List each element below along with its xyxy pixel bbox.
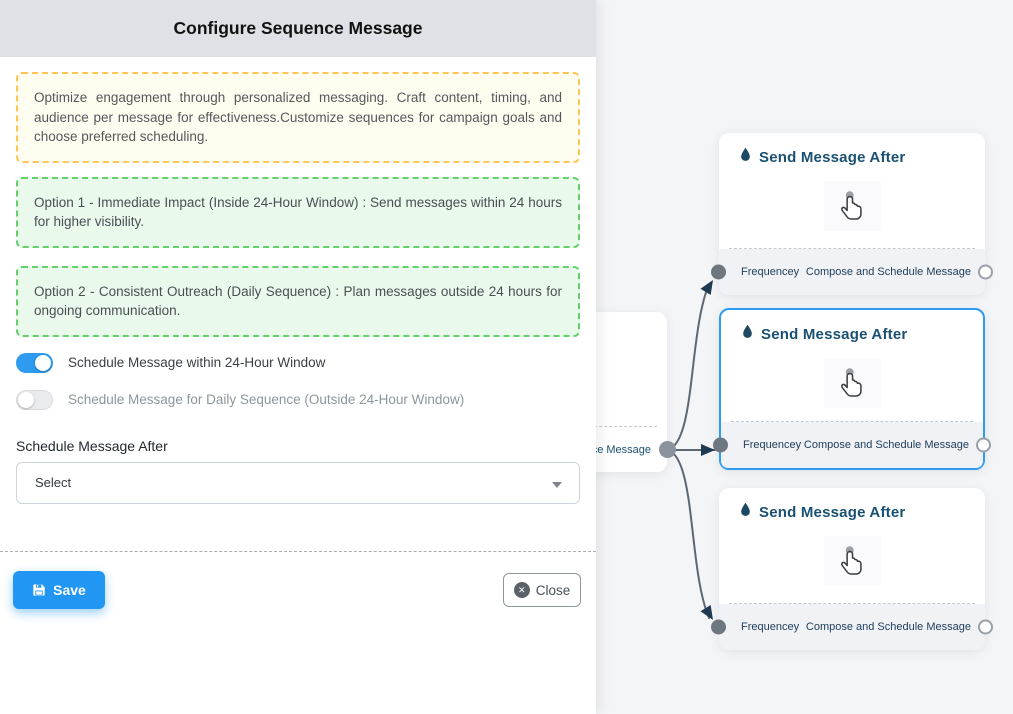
close-button-label: Close bbox=[535, 582, 571, 598]
select-value: Select bbox=[35, 475, 72, 490]
toggle-knob bbox=[18, 391, 34, 408]
chevron-down-icon bbox=[552, 481, 562, 488]
partial-node-label[interactable]: ce Message bbox=[591, 443, 651, 456]
daily-sequence-toggle[interactable] bbox=[16, 389, 53, 410]
daily-sequence-toggle-label: Schedule Message for Daily Sequence (Out… bbox=[68, 392, 465, 407]
output-handle[interactable] bbox=[978, 619, 993, 635]
save-icon bbox=[33, 584, 45, 596]
frequency-label[interactable]: Frequencey bbox=[741, 621, 800, 633]
drop-icon bbox=[739, 147, 752, 168]
close-icon: ✕ bbox=[513, 582, 530, 598]
drop-icon bbox=[739, 502, 752, 523]
panel-header: Configure Sequence Message bbox=[0, 0, 596, 57]
flow-node-send-message-after-3[interactable]: Send Message After Frequencey Compose an… bbox=[711, 488, 993, 650]
output-handle[interactable] bbox=[976, 437, 991, 453]
flow-node-send-message-after-1[interactable]: Send Message After Frequencey Compose an… bbox=[711, 133, 993, 295]
compose-schedule-label[interactable]: Compose and Schedule Message bbox=[805, 621, 971, 633]
save-button-label: Save bbox=[53, 582, 86, 598]
toggle-row-daily-sequence: Schedule Message for Daily Sequence (Out… bbox=[16, 389, 580, 411]
frequency-label[interactable]: Frequencey bbox=[741, 266, 800, 278]
output-handle[interactable] bbox=[978, 264, 993, 280]
input-handle[interactable] bbox=[711, 264, 726, 280]
intro-note: Optimize engagement through personalized… bbox=[16, 72, 580, 163]
tap-hand-icon bbox=[841, 546, 862, 575]
node-title: Send Message After bbox=[759, 504, 906, 521]
node-title: Send Message After bbox=[759, 149, 906, 166]
compose-schedule-label[interactable]: Compose and Schedule Message bbox=[805, 266, 971, 278]
tap-hand-icon bbox=[841, 368, 862, 397]
schedule-after-label: Schedule Message After bbox=[16, 437, 168, 454]
schedule-after-select[interactable]: Select bbox=[16, 461, 580, 504]
toggle-knob bbox=[35, 354, 51, 371]
compose-schedule-label[interactable]: Compose and Schedule Message bbox=[803, 439, 969, 451]
toggle-row-within-24h: Schedule Message within 24-Hour Window bbox=[16, 352, 580, 374]
option2-note: Option 2 - Consistent Outreach (Daily Se… bbox=[16, 265, 580, 337]
close-button[interactable]: ✕ Close bbox=[503, 573, 581, 607]
drop-icon bbox=[741, 324, 754, 345]
option1-note: Option 1 - Immediate Impact (Inside 24-H… bbox=[16, 176, 580, 248]
configure-sequence-panel: Configure Sequence Message Optimize enga… bbox=[0, 0, 596, 714]
input-handle[interactable] bbox=[711, 619, 726, 635]
save-button[interactable]: Save bbox=[13, 571, 105, 609]
tap-hand-icon bbox=[841, 191, 862, 220]
within-24h-toggle[interactable] bbox=[16, 352, 53, 373]
input-handle[interactable] bbox=[713, 437, 728, 453]
node-divider bbox=[731, 421, 973, 422]
tap-icon-box[interactable] bbox=[823, 536, 881, 586]
node-footer: Frequencey Compose and Schedule Message bbox=[713, 422, 991, 468]
frequency-label[interactable]: Frequencey bbox=[743, 439, 802, 451]
output-handle[interactable] bbox=[659, 441, 676, 458]
node-footer: Frequencey Compose and Schedule Message bbox=[711, 249, 993, 295]
tap-icon-box[interactable] bbox=[823, 181, 881, 231]
footer-divider bbox=[0, 551, 596, 552]
tap-icon-box[interactable] bbox=[823, 358, 881, 408]
flow-canvas[interactable]: ce Message Send Message After Freq bbox=[445, 0, 1013, 714]
node-footer: Frequencey Compose and Schedule Message bbox=[711, 604, 993, 650]
within-24h-toggle-label: Schedule Message within 24-Hour Window bbox=[68, 355, 326, 370]
node-divider bbox=[729, 248, 975, 249]
panel-actions: Save ✕ Close bbox=[0, 570, 596, 614]
node-divider bbox=[729, 603, 975, 604]
node-title: Send Message After bbox=[761, 326, 908, 343]
flow-node-send-message-after-2[interactable]: Send Message After Frequencey Compose an… bbox=[713, 308, 991, 470]
page-title: Configure Sequence Message bbox=[173, 18, 423, 38]
